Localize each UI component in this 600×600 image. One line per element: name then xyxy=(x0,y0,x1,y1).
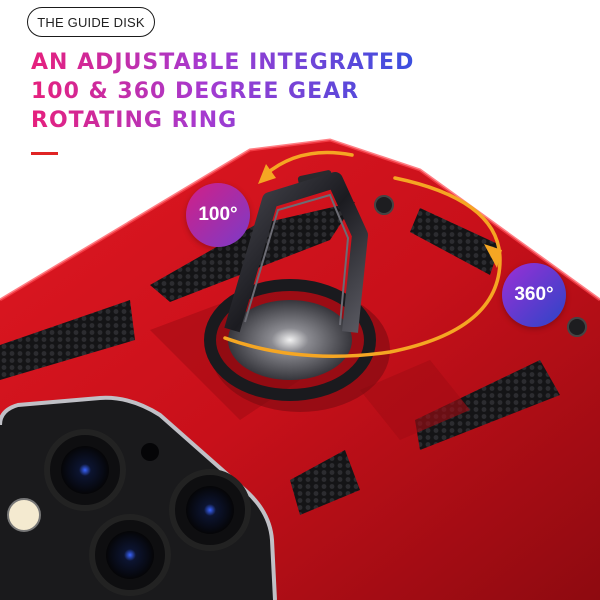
grip-panel-right-top xyxy=(410,208,500,275)
rotation-arrowhead-360 xyxy=(484,244,502,268)
rotation-arrowhead-100 xyxy=(258,164,276,184)
grip-panel-left xyxy=(0,300,135,380)
grip-panel-right xyxy=(415,360,560,450)
case-screw-top xyxy=(374,195,394,215)
kickstand-ring xyxy=(224,172,368,333)
grip-panel-bottom xyxy=(290,450,360,515)
camera-flash xyxy=(7,498,41,532)
case-screw-right xyxy=(567,317,587,337)
camera-lens-glass xyxy=(186,486,234,534)
camera-sensor xyxy=(141,443,159,461)
kickstand-ring-inner xyxy=(244,193,350,326)
armor-ridge xyxy=(360,360,470,440)
camera-lens-glass xyxy=(106,531,154,579)
ring-base xyxy=(204,279,376,401)
rotation-arrow-100 xyxy=(263,150,354,177)
rotation-arrow-360 xyxy=(223,176,502,358)
camera-lens-glass xyxy=(61,446,109,494)
ring-disc xyxy=(228,300,352,380)
guide-disk-tag: THE GUIDE DISK xyxy=(27,7,155,37)
camera-module-rim xyxy=(0,395,277,600)
rotation-360-badge: 360° xyxy=(502,263,566,327)
rotation-100-badge: 100° xyxy=(186,183,250,247)
accent-divider xyxy=(31,152,58,155)
